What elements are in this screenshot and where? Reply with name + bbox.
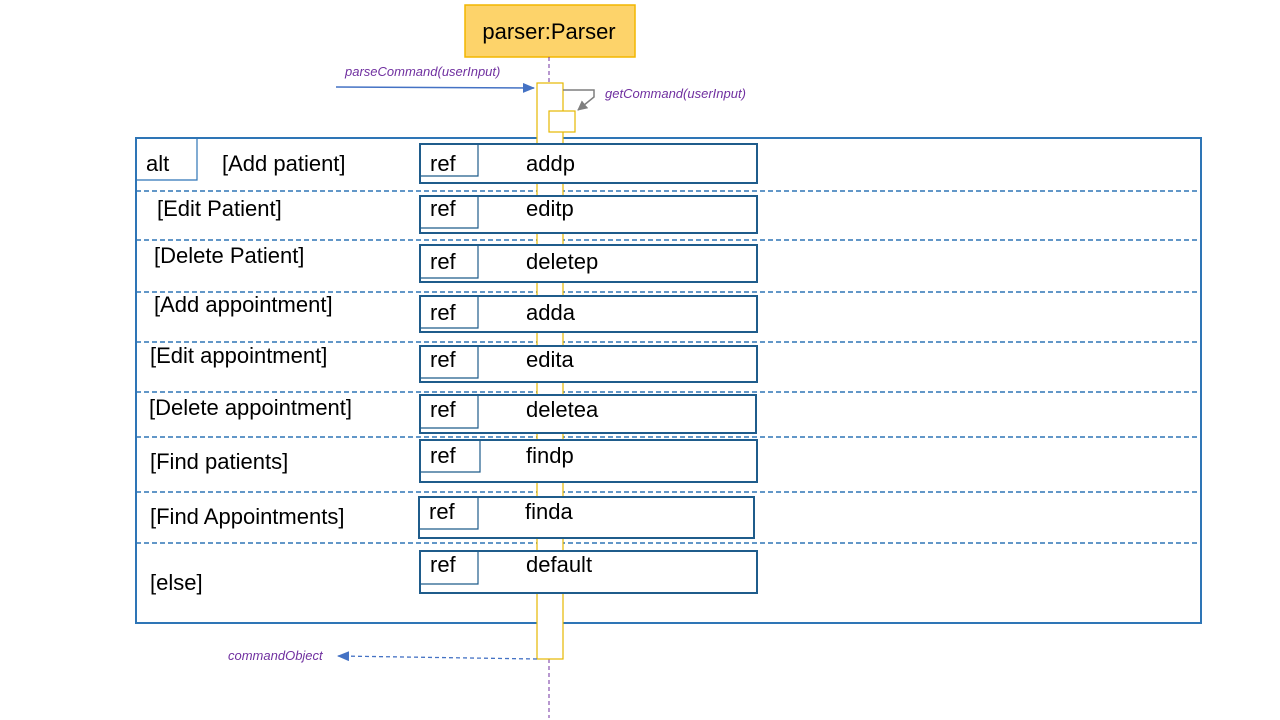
fragment-edit-patient: [Edit Patient] ref editp (157, 195, 758, 234)
self-call-label: getCommand(userInput) (605, 86, 746, 101)
ref-tab (420, 551, 479, 585)
ref-tab (420, 440, 481, 473)
ref-tab (420, 245, 479, 279)
lifeline-title: parser:Parser (482, 19, 615, 44)
ref-keyword: ref (430, 249, 457, 274)
ref-box (419, 345, 758, 383)
operand-separators (136, 190, 1201, 544)
ref-box (419, 244, 758, 283)
ref-box (419, 143, 758, 184)
ref-name: deletea (526, 397, 599, 422)
alt-label-tab (136, 138, 198, 181)
guard-label: [Edit Patient] (157, 196, 282, 221)
fragment-delete-patient: [Delete Patient] ref deletep (154, 243, 758, 283)
ref-name: editp (526, 196, 574, 221)
ref-keyword: ref (429, 499, 456, 524)
fragment-add-appointment: [Add appointment] ref adda (154, 292, 758, 333)
fragment-delete-appointment: [Delete appointment] ref deletea (149, 394, 757, 434)
guard-label: [Add patient] (222, 151, 346, 176)
guard-label: [Find patients] (150, 449, 288, 474)
ref-keyword: ref (430, 196, 457, 221)
ref-keyword: ref (430, 347, 457, 372)
ref-keyword: ref (430, 443, 457, 468)
guard-label: [Delete Patient] (154, 243, 304, 268)
guard-label: [Delete appointment] (149, 395, 352, 420)
ref-tab (420, 196, 479, 229)
ref-name: addp (526, 151, 575, 176)
lifeline-header (464, 4, 636, 58)
fragment-find-appointments: [Find Appointments] ref finda (150, 496, 755, 539)
ref-box (419, 394, 757, 434)
guard-label: [Edit appointment] (150, 343, 327, 368)
ref-box (419, 439, 758, 483)
fragment-find-patients: [Find patients] ref findp (150, 439, 758, 483)
guard-label: [else] (150, 570, 203, 595)
parse-command-arrow (335, 82, 535, 93)
ref-name: adda (526, 300, 576, 325)
ref-name: edita (526, 347, 574, 372)
ref-name: deletep (526, 249, 598, 274)
ref-box (419, 195, 758, 234)
return-arrow (337, 651, 538, 662)
ref-tab (420, 296, 479, 329)
ref-box (419, 295, 758, 333)
self-call-activation (548, 110, 576, 133)
ref-tab (420, 346, 479, 379)
alt-keyword: alt (146, 151, 169, 176)
ref-box (418, 496, 755, 539)
alt-frame (135, 137, 1202, 624)
ref-keyword: ref (430, 397, 457, 422)
fragment-add-patient: [Add patient] ref addp (222, 143, 758, 184)
ref-box (419, 550, 758, 594)
self-call-arrow (563, 89, 595, 111)
ref-name: finda (525, 499, 573, 524)
fragment-edit-appointment: [Edit appointment] ref edita (150, 343, 758, 383)
ref-name: default (526, 552, 592, 577)
return-label: commandObject (228, 648, 324, 663)
fragment-else: [else] ref default (150, 550, 758, 595)
ref-tab (420, 144, 479, 177)
ref-keyword: ref (430, 300, 457, 325)
ref-keyword: ref (430, 552, 457, 577)
parse-command-label: parseCommand(userInput) (344, 64, 500, 79)
ref-keyword: ref (430, 151, 457, 176)
ref-name: findp (526, 443, 574, 468)
guard-label: [Find Appointments] (150, 504, 344, 529)
ref-tab (419, 497, 479, 530)
ref-tab (420, 395, 479, 429)
guard-label: [Add appointment] (154, 292, 333, 317)
